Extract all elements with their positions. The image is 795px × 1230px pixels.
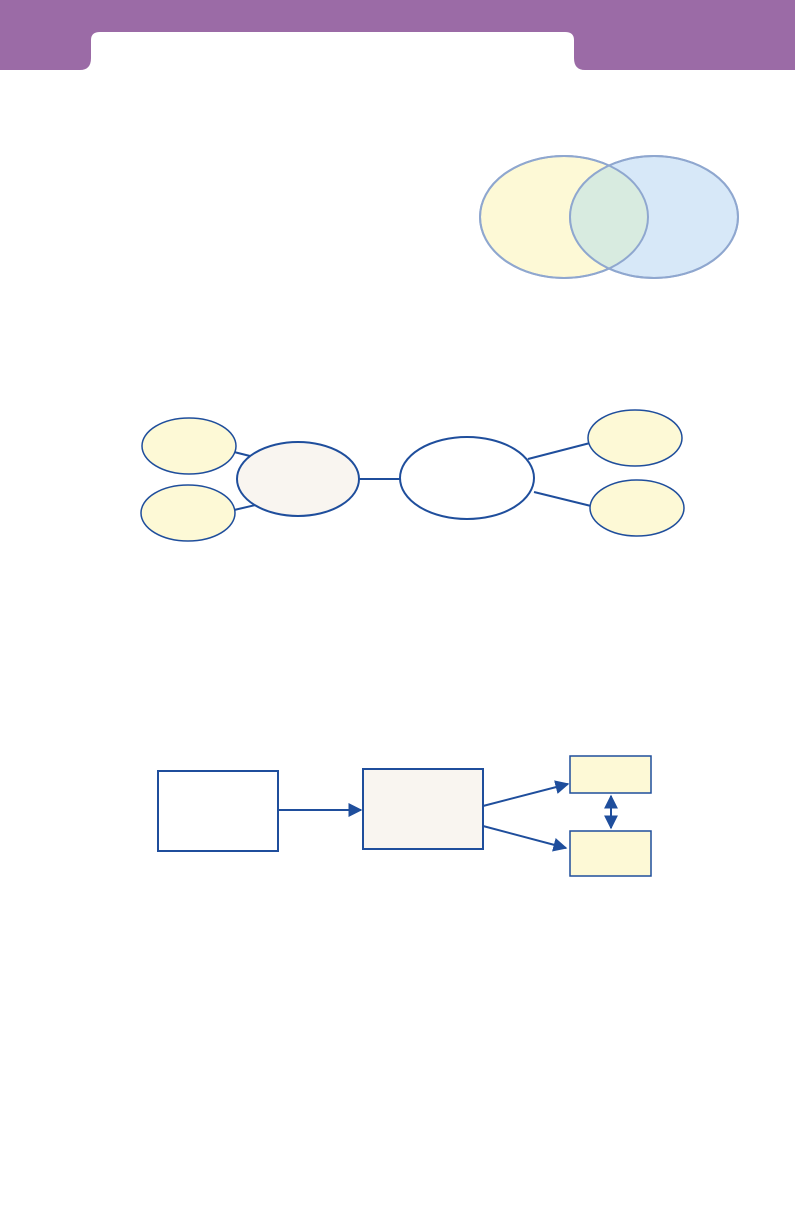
flow-arrow-middle-to-top (482, 780, 570, 807)
concept-outer-top-right (587, 409, 683, 467)
venn-left-outline (479, 155, 649, 279)
connector-top-right (527, 442, 591, 460)
concept-outer-top-left (141, 417, 237, 475)
concept-outer-bottom-left (140, 484, 236, 542)
venn-right-outline (569, 155, 739, 279)
venn-diagram (479, 155, 739, 279)
flow-middle-box (362, 768, 484, 850)
concept-outer-bottom-right (589, 479, 685, 537)
flow-arrow-middle-to-bottom (482, 825, 568, 852)
flow-bottom-result-box (569, 830, 652, 877)
connector-top-left (233, 451, 251, 457)
flow-diagram (157, 755, 652, 877)
flow-start-box (157, 770, 279, 852)
flow-top-result-box (569, 755, 652, 794)
concept-center-right (399, 436, 535, 520)
concept-map (140, 409, 685, 542)
venn-overlap-region (570, 156, 648, 278)
header-band (0, 0, 795, 75)
header-tab (0, 32, 795, 75)
concept-center-left (236, 441, 360, 517)
connector-bottom-right (533, 491, 592, 507)
